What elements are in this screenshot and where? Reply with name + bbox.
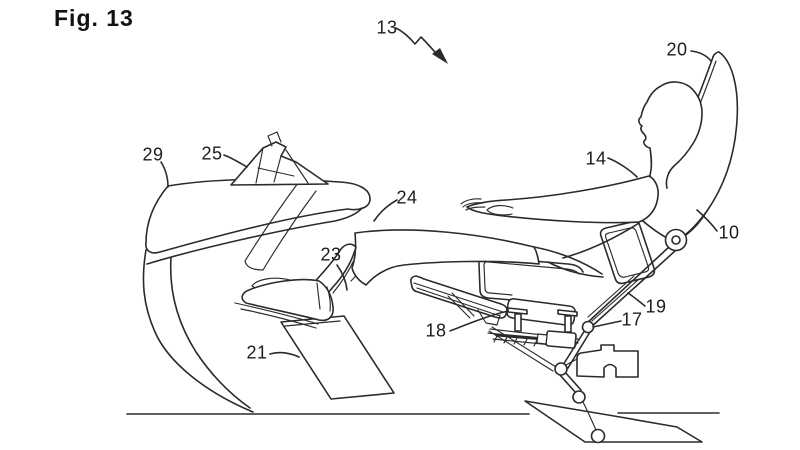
ref-label-17: 17: [621, 309, 643, 330]
steering-column: [244, 182, 317, 271]
occupant: [234, 81, 703, 329]
ref-label-23: 23: [320, 244, 342, 265]
seat-mount-pins: [507, 307, 578, 333]
lower-front-panel: [280, 315, 395, 400]
ref-label-25: 25: [201, 143, 223, 164]
leader-14: [607, 157, 638, 178]
pedal-lines: [234, 302, 319, 329]
shoe: [241, 278, 334, 322]
front-body-panel: [142, 249, 254, 413]
leader-25: [223, 154, 248, 168]
dash-sweep-line: [146, 207, 363, 265]
leader-29: [160, 161, 169, 188]
ref-label-20: 20: [666, 39, 688, 60]
torso-side: [562, 222, 640, 259]
leader-19: [627, 292, 646, 307]
hip-curve: [547, 261, 604, 278]
arm: [466, 175, 659, 224]
figure-title: Fig. 13: [54, 5, 134, 31]
head-profile: [638, 81, 703, 189]
stowed-steering-wheel: [230, 131, 329, 186]
leader-lines: [160, 27, 718, 358]
joint-a: [554, 362, 568, 376]
leg-rest: [410, 275, 508, 326]
leader-18: [449, 310, 509, 332]
seat-actuator: [536, 330, 577, 350]
fingers: [460, 198, 486, 211]
thumb: [487, 205, 515, 215]
head-mask: [638, 81, 702, 191]
leader-24: [373, 199, 398, 222]
seat-base-frame: [478, 256, 584, 350]
dash-cowl: [145, 178, 371, 254]
arrowhead-13: [432, 48, 448, 64]
ref-label-14: 14: [585, 148, 607, 169]
belly-curve: [533, 246, 603, 275]
ref-label-19: 19: [645, 296, 667, 317]
leader-17: [592, 320, 622, 328]
ref-label-21: 21: [246, 342, 268, 363]
ground-line: [126, 412, 720, 415]
floor-mat: [524, 400, 703, 444]
joint-b: [572, 390, 586, 404]
ref-label-18: 18: [425, 320, 447, 341]
seat-linkage: [488, 245, 676, 404]
ref-label-29: 29: [142, 144, 164, 165]
ref-label-13: 13: [376, 17, 398, 38]
floor-bracket: [576, 344, 639, 378]
thigh: [351, 229, 540, 286]
leader-20: [690, 50, 712, 62]
ref-label-24: 24: [396, 187, 418, 208]
dashboard: [142, 131, 395, 413]
joint-17: [581, 320, 595, 334]
ref-label-10: 10: [718, 222, 740, 243]
leader-10: [696, 209, 718, 232]
leader-23: [336, 264, 348, 291]
leader-21: [269, 351, 300, 358]
